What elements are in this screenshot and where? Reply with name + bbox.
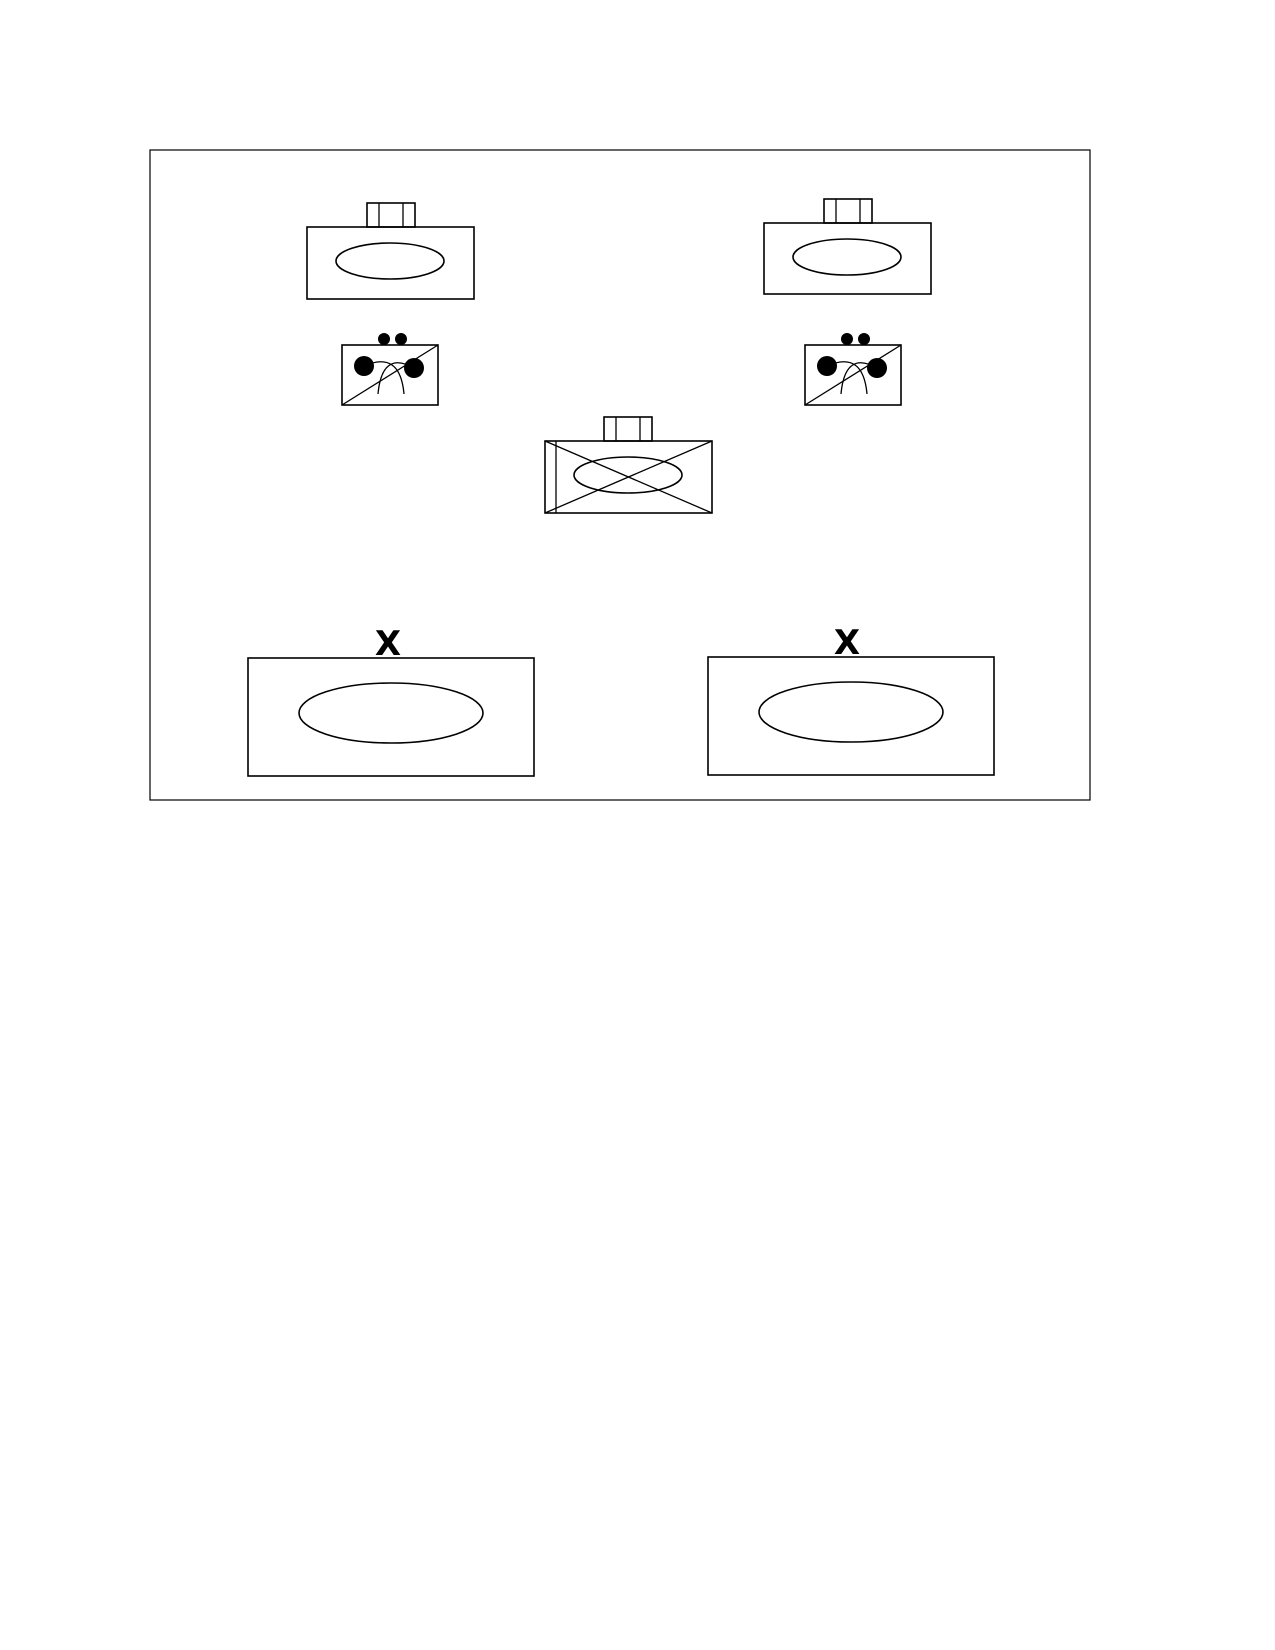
center-crossed-unit [544, 416, 713, 514]
center-lens [573, 456, 683, 494]
right-controller-arc-2 [840, 362, 878, 395]
left-controller-box [341, 344, 439, 406]
top-right-body [763, 222, 932, 295]
top-left-unit [306, 202, 475, 300]
right-controller-box [804, 344, 902, 406]
bottom-right-lens [758, 681, 944, 743]
center-mount [603, 416, 653, 442]
bottom-left-body [247, 657, 535, 777]
top-right-mount [823, 198, 873, 224]
center-body [544, 440, 713, 514]
right-controller-arc-1 [826, 361, 868, 395]
left-controller [341, 333, 439, 406]
top-left-lens [335, 242, 445, 280]
left-controller-diagonal [341, 344, 439, 406]
bottom-left-unit: X [247, 624, 535, 777]
left-controller-top-dot-1 [378, 333, 390, 345]
bottom-right-unit: X [707, 623, 995, 776]
right-controller [804, 333, 902, 406]
bottom-right-body [707, 656, 995, 776]
left-controller-top-dot-2 [395, 333, 407, 345]
center-cross-2 [544, 440, 713, 514]
left-controller-arc-1 [363, 361, 405, 395]
top-right-lens [792, 238, 902, 276]
diagram-frame [149, 149, 1091, 801]
right-controller-top-dot-2 [858, 333, 870, 345]
right-controller-top-dot-1 [841, 333, 853, 345]
bottom-left-lens [298, 682, 484, 744]
top-left-mount [366, 202, 416, 228]
right-controller-diagonal [804, 344, 902, 406]
left-controller-arc-2 [377, 362, 415, 395]
top-right-unit [763, 198, 932, 295]
top-left-body [306, 226, 475, 300]
